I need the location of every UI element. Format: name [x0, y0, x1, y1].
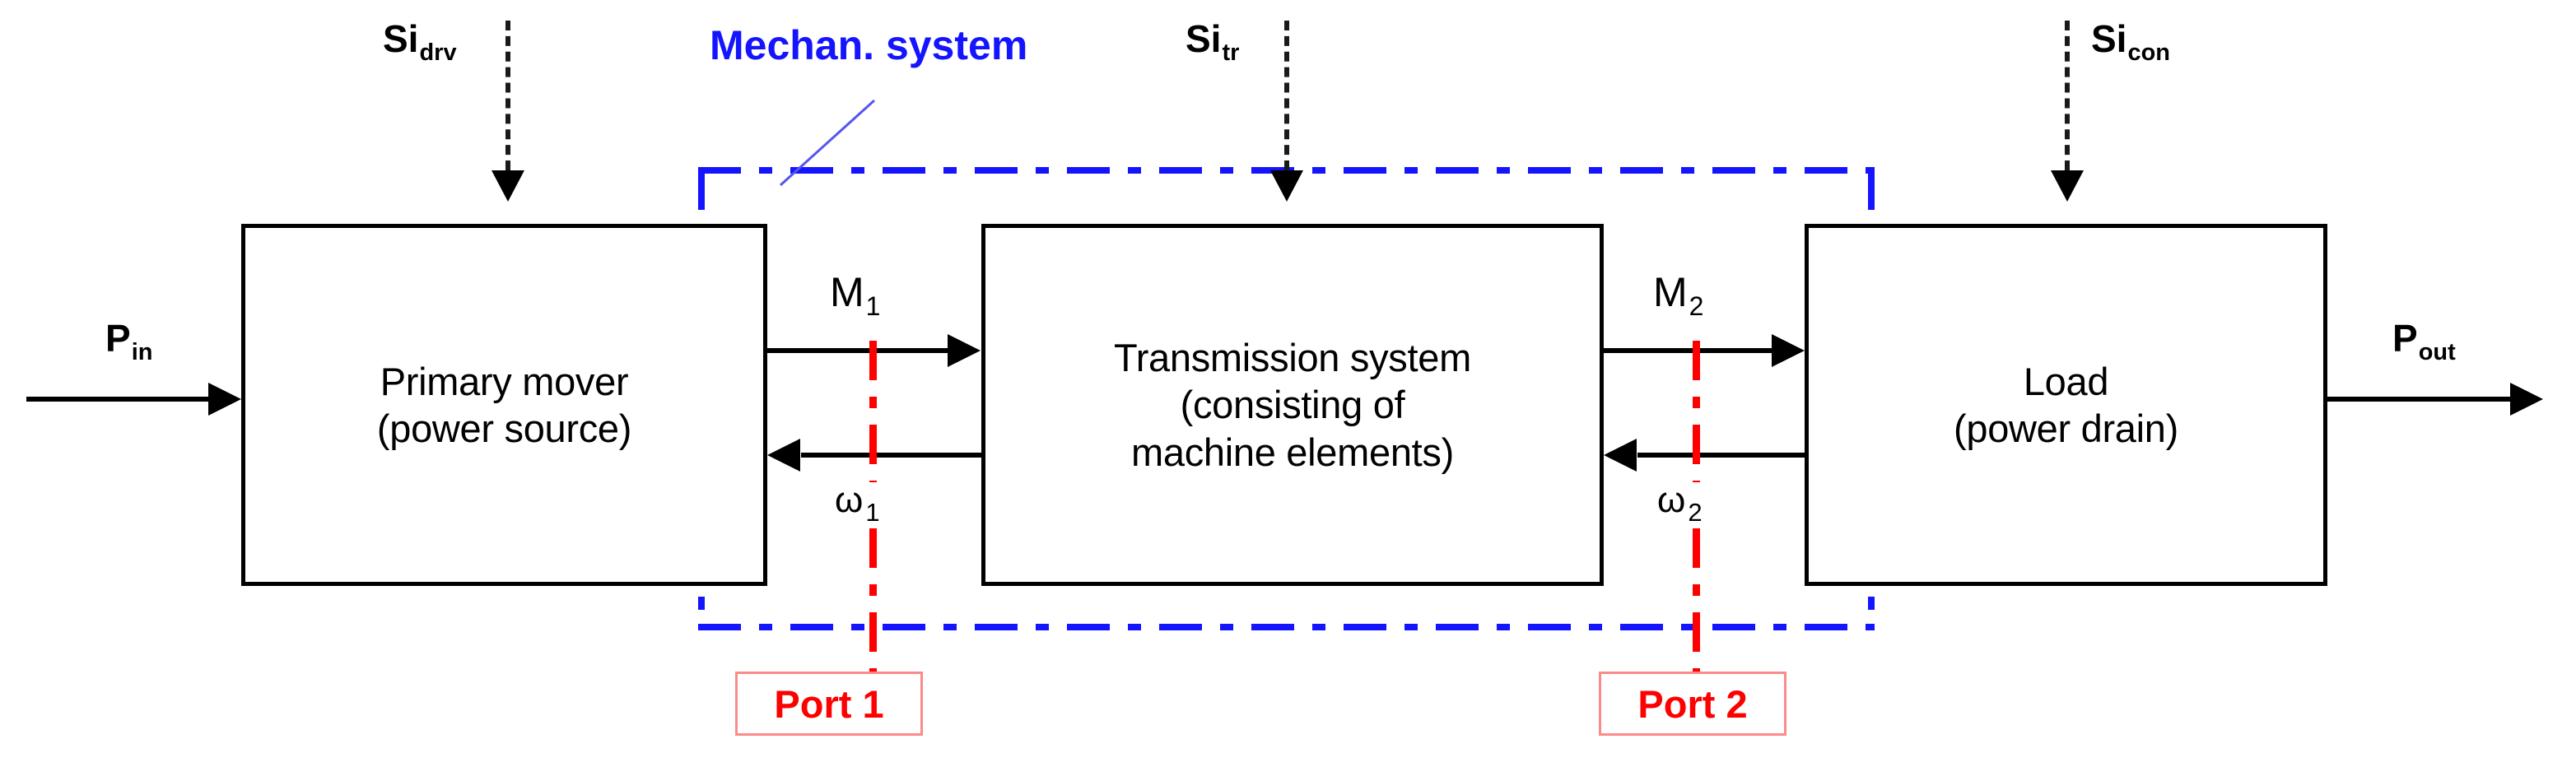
load-line1: Load — [2023, 359, 2109, 403]
torque-1-arrowhead — [948, 334, 981, 367]
power-in-subscript: in — [131, 339, 153, 365]
load-line2: (power drain) — [1954, 407, 2178, 450]
block-primary-mover[interactable]: Primary mover (power source) — [241, 224, 767, 586]
omega-2-line — [1637, 453, 1805, 458]
port-1-box[interactable]: Port 1 — [735, 672, 923, 736]
port-2-cut-line-upper — [1693, 341, 1700, 482]
port-2-box[interactable]: Port 2 — [1599, 672, 1786, 736]
si-tr-label: Sitr — [1186, 17, 1240, 66]
torque-1-subscript: 1 — [865, 291, 881, 321]
power-in-arrowhead — [208, 383, 241, 416]
omega-1-label: ω1 — [835, 480, 880, 527]
torque-2-arrowhead — [1772, 334, 1805, 367]
si-tr-subscript: tr — [1222, 40, 1240, 66]
omega-2-subscript: 2 — [1688, 498, 1703, 527]
si-tr-dashed-line — [1284, 21, 1289, 170]
block-transmission-system[interactable]: Transmission system (consisting of machi… — [981, 224, 1604, 586]
torque-1-label: M1 — [830, 269, 881, 321]
torque-2-line — [1604, 348, 1772, 353]
power-out-arrowhead — [2510, 383, 2543, 416]
transmission-line1: Transmission system — [1114, 336, 1471, 379]
torque-2-label: M2 — [1653, 269, 1704, 321]
transmission-line3: machine elements) — [1131, 430, 1454, 474]
block-load[interactable]: Load (power drain) — [1805, 224, 2327, 586]
primary-mover-line1: Primary mover — [380, 359, 629, 403]
power-out-label: Pout — [2392, 317, 2456, 365]
omega-2-arrowhead — [1604, 439, 1637, 472]
si-con-label: Sicon — [2091, 17, 2171, 66]
si-con-arrowhead — [2051, 170, 2084, 202]
si-drv-dashed-line — [505, 21, 510, 170]
si-tr-arrowhead — [1270, 170, 1303, 202]
power-in-line — [26, 397, 209, 402]
port-1-label: Port 1 — [774, 681, 884, 726]
port-2-cut-line-lower — [1693, 528, 1700, 675]
system-boundary-bottom — [698, 624, 1875, 630]
si-drv-label: Sidrv — [383, 17, 457, 66]
primary-mover-line2: (power source) — [376, 407, 632, 450]
port-1-cut-line-upper — [869, 341, 877, 482]
si-con-subscript: con — [2127, 40, 2171, 66]
si-con-dashed-line — [2065, 21, 2070, 170]
torque-1-line — [767, 348, 948, 353]
port-1-cut-line-lower — [869, 528, 877, 675]
omega-1-line — [801, 453, 981, 458]
power-out-subscript: out — [2418, 339, 2456, 365]
omega-2-label: ω2 — [1657, 480, 1703, 527]
torque-2-subscript: 2 — [1689, 291, 1704, 321]
power-in-label: Pin — [105, 317, 153, 365]
power-out-line — [2327, 397, 2512, 402]
omega-1-subscript: 1 — [865, 498, 880, 527]
omega-1-arrowhead — [767, 439, 800, 472]
transmission-line2: (consisting of — [1180, 383, 1405, 427]
port-2-label: Port 2 — [1637, 681, 1748, 726]
boundary-leader-line — [779, 99, 876, 187]
si-drv-subscript: drv — [419, 40, 457, 66]
si-drv-arrowhead — [491, 170, 524, 202]
boundary-label: Mechan. system — [710, 22, 1028, 68]
